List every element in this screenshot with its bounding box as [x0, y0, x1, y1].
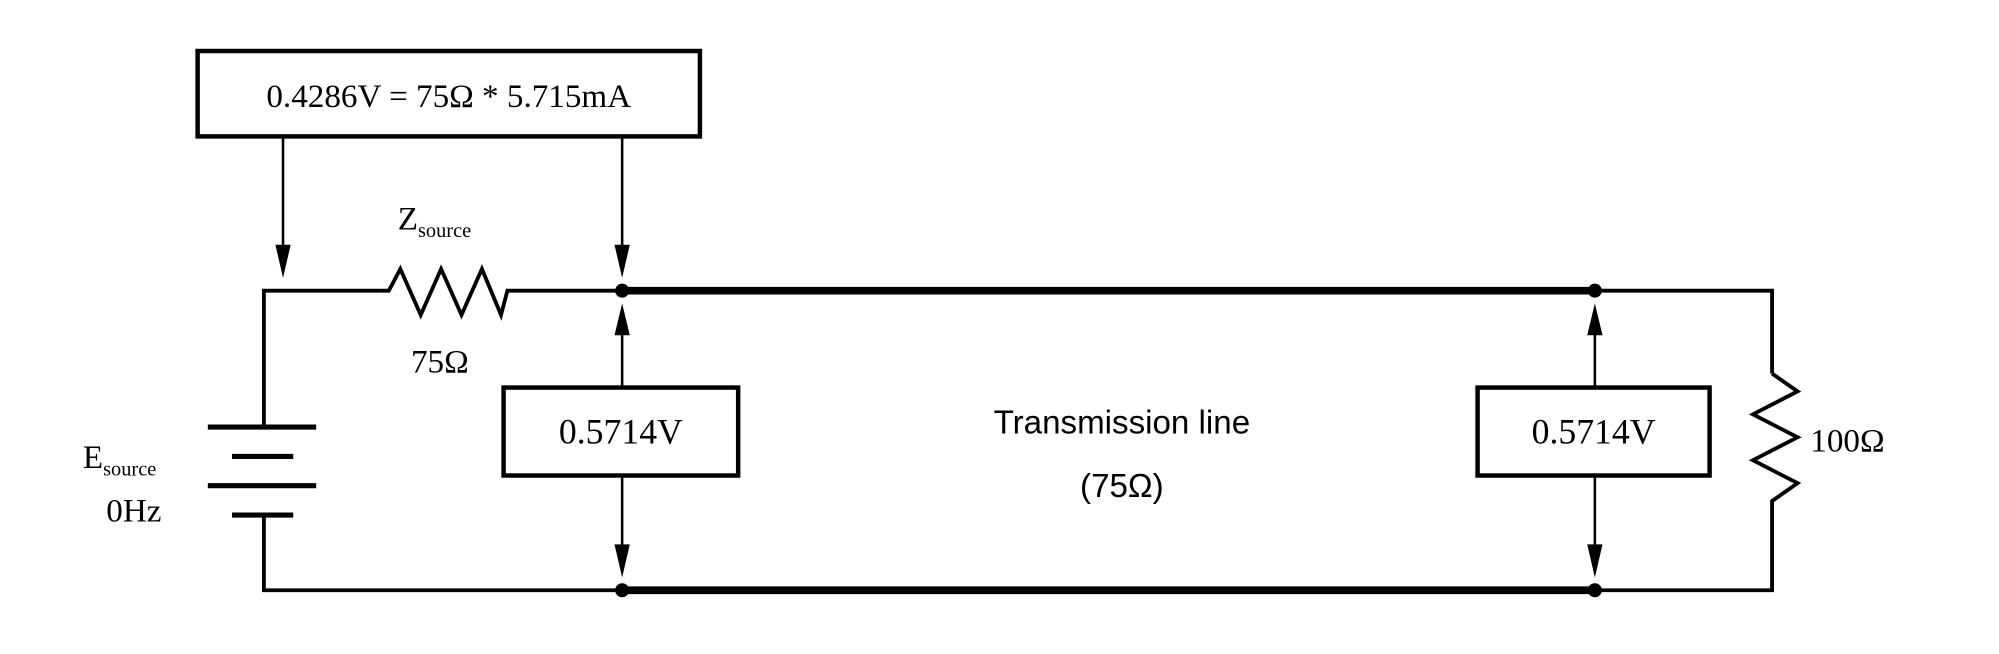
voltmeter-left: 0.5714V: [501, 303, 741, 578]
formula-box: 0.4286V = 75Ω * 5.715mA: [195, 48, 703, 139]
svg-text:0.5714V: 0.5714V: [559, 412, 683, 452]
load-resistance-label: 100Ω: [1810, 422, 1884, 459]
formula-arrows: [275, 136, 630, 278]
source-resistor-zigzag: [379, 264, 623, 321]
source-frequency: 0Hz: [106, 492, 161, 529]
battery-icon: [207, 424, 317, 518]
formula-text: 0.4286V = 75Ω * 5.715mA: [266, 78, 631, 115]
svg-text:0.5714V: 0.5714V: [1532, 412, 1656, 452]
wiring: [261, 264, 1802, 598]
voltmeter-right: 0.5714V: [1475, 303, 1712, 578]
zsource-value: 75Ω: [411, 343, 469, 380]
load-resistor-zigzag: [1594, 371, 1802, 593]
transmission-line-label: Transmission line: [994, 404, 1250, 441]
zsource-label: Zsource: [398, 200, 471, 242]
esource-label: Esource: [83, 439, 156, 481]
transmission-line-impedance: (75Ω): [1080, 468, 1164, 505]
